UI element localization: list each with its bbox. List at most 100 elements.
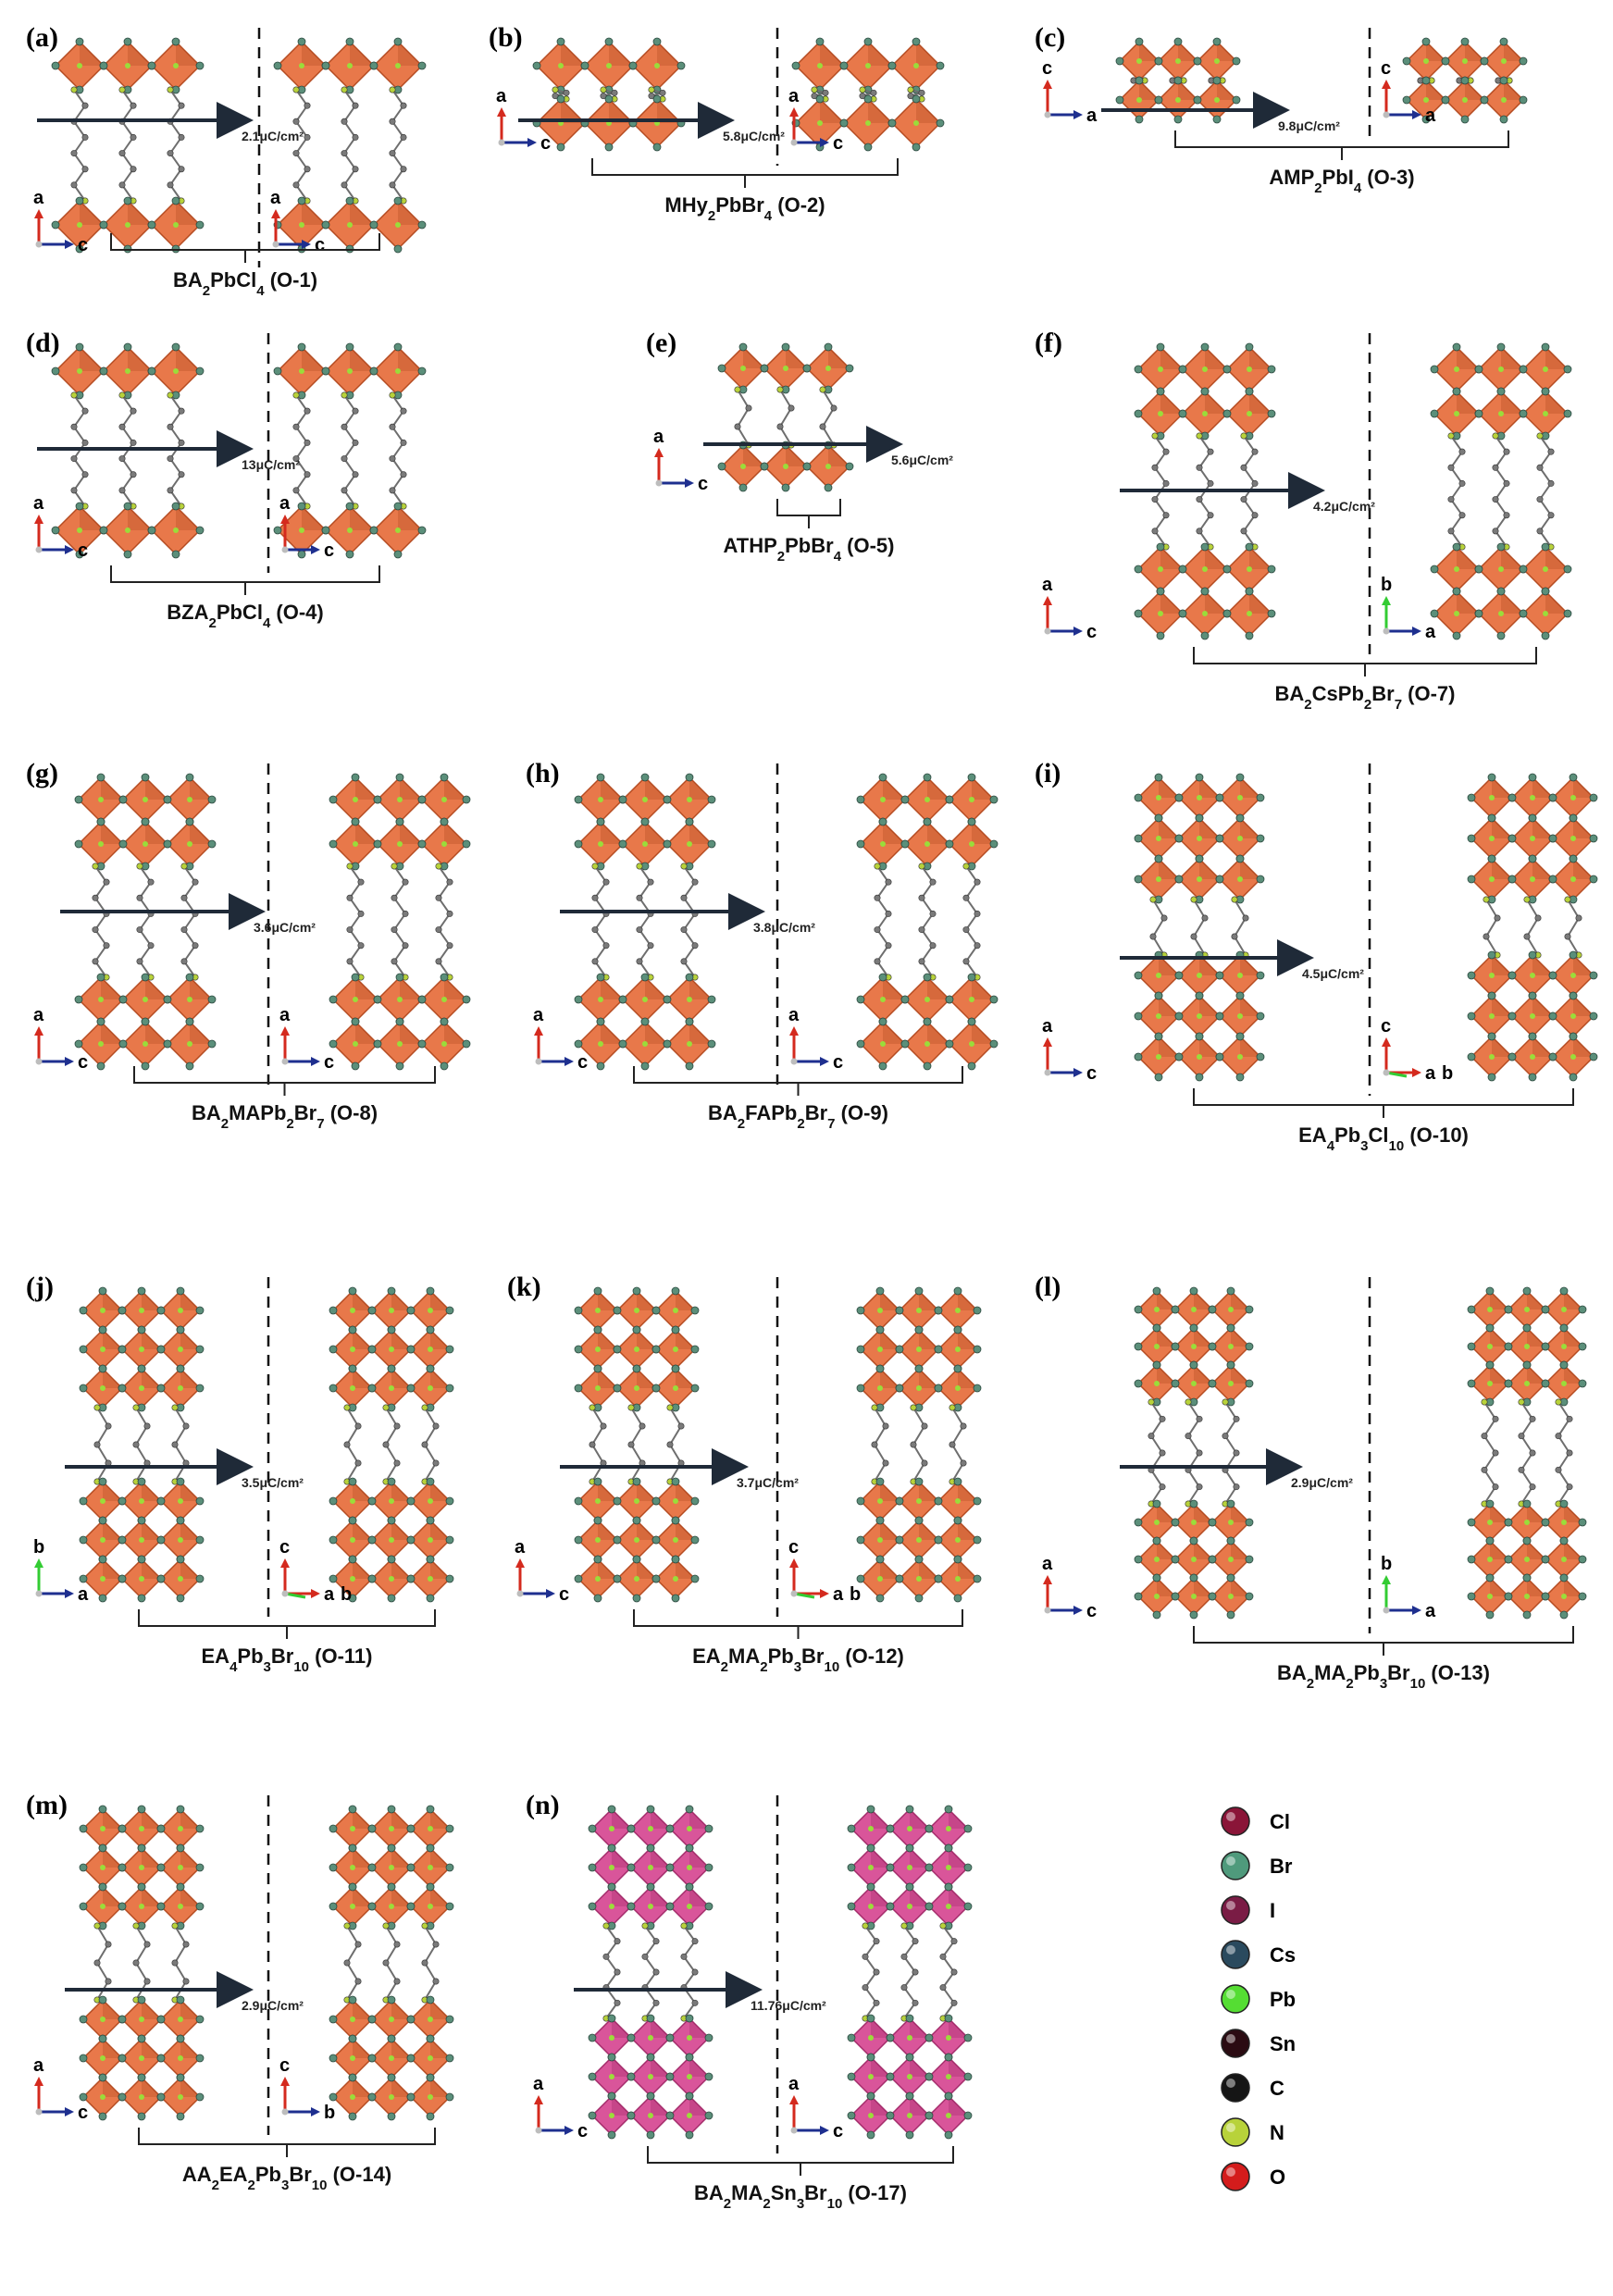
halide-atom <box>1156 342 1165 352</box>
halide-atom <box>195 1535 205 1545</box>
b-site-atom <box>1247 411 1252 416</box>
spacer-atom <box>918 863 925 870</box>
halide-atom <box>1528 773 1537 782</box>
legend-swatch-highlight <box>1226 2167 1235 2177</box>
halide-atom <box>665 2033 675 2042</box>
b-site-atom <box>825 366 831 371</box>
octahedron-shade <box>1157 1541 1175 1559</box>
halide-atom <box>79 1824 88 1833</box>
octahedron-shade <box>1426 42 1445 61</box>
b-site-atom <box>1462 97 1468 103</box>
octahedron-shade <box>657 99 681 123</box>
b-site-atom <box>1570 836 1576 841</box>
halide-atom <box>953 1286 962 1296</box>
halide-atom <box>156 1345 166 1354</box>
b-site-atom <box>139 1385 144 1391</box>
b-site-atom <box>441 797 447 802</box>
halide-atom <box>406 1902 416 1911</box>
halide-atom <box>329 1039 338 1049</box>
halide-atom <box>1226 1323 1235 1333</box>
b-site-atom <box>969 997 974 1002</box>
b-site-atom <box>907 1865 912 1870</box>
halide-atom <box>1222 365 1232 374</box>
halide-atom <box>588 1824 597 1833</box>
spacer-atom <box>1503 479 1510 487</box>
b-site-atom <box>673 1385 678 1391</box>
octahedron-shade <box>430 1848 450 1868</box>
b-site-atom <box>1247 566 1252 572</box>
halide-atom <box>1256 793 1265 802</box>
halide-atom <box>440 973 449 982</box>
halide-atom <box>886 2111 895 2120</box>
b-site-atom <box>880 841 886 847</box>
octahedron-shade <box>103 2000 122 2019</box>
b-site-atom <box>1561 1520 1567 1525</box>
b-site-atom <box>1501 58 1507 64</box>
b-site-atom <box>1498 611 1504 616</box>
left-bottom-inorganic-layer <box>51 196 205 254</box>
spacer-atom <box>432 1941 440 1948</box>
halide-atom <box>604 37 614 46</box>
b-site-atom <box>1543 566 1548 572</box>
halide-atom <box>1474 565 1483 574</box>
octahedron-shade <box>430 1887 450 1906</box>
left-axis-triad: ba <box>33 1537 89 1605</box>
spacer-atom <box>918 926 925 934</box>
halide-atom <box>760 462 769 471</box>
b-site-atom <box>642 997 648 1002</box>
b-site-atom <box>648 1865 653 1870</box>
left-axis-triad: ac <box>33 2055 88 2123</box>
halide-atom <box>1496 587 1506 596</box>
halide-atom <box>1189 1323 1198 1333</box>
b-site-atom <box>907 1826 912 1831</box>
b-site-atom <box>187 997 192 1002</box>
left-organic-spacer <box>591 863 699 981</box>
halide-atom <box>671 1516 680 1525</box>
octahedron-shade <box>1504 81 1523 100</box>
b-site-atom <box>1158 411 1163 416</box>
spacer-atom <box>391 958 398 965</box>
octahedron-shade <box>676 1520 695 1540</box>
halide-atom <box>1245 1342 1254 1351</box>
panel-caption: BA2FAPb2Br7 (O-9) <box>708 1101 888 1132</box>
b-site-atom <box>1154 1557 1160 1562</box>
halide-atom <box>118 795 128 804</box>
b-site-atom <box>955 1576 961 1582</box>
halide-atom <box>613 1384 622 1393</box>
left-organic-spacer <box>70 86 185 205</box>
halide-atom <box>1541 587 1550 596</box>
axis-up-head <box>789 2095 799 2104</box>
b-site-atom <box>687 2074 692 2079</box>
spacer-atom <box>1207 448 1214 455</box>
halide-atom <box>1154 1032 1163 1041</box>
halide-atom <box>98 2073 107 2082</box>
caption-compound: EA <box>692 1644 721 1668</box>
octahedron-shade <box>1160 591 1183 614</box>
axis-up-label: a <box>515 1537 526 1558</box>
b-site-atom <box>634 1385 639 1391</box>
b-site-atom <box>907 2074 912 2079</box>
halide-atom <box>1245 542 1254 552</box>
b-site-atom <box>740 366 746 371</box>
halide-atom <box>393 502 403 511</box>
halide-atom <box>1134 875 1143 884</box>
axis-up-label: a <box>33 1005 44 1025</box>
spacer-atom <box>354 1459 362 1467</box>
panel-bracket <box>1193 1088 1574 1106</box>
octahedron-shade <box>612 2057 631 2077</box>
octahedron-shade <box>645 822 667 844</box>
octahedron-shade <box>400 822 422 844</box>
b-site-atom <box>143 997 148 1002</box>
halide-atom <box>329 839 338 849</box>
b-site-atom <box>389 1385 394 1391</box>
spacer-atom <box>446 942 453 949</box>
axis-up-head <box>34 2077 43 2086</box>
octahedron-shade <box>1532 859 1553 879</box>
halide-atom <box>1496 342 1506 352</box>
b-site-atom <box>77 222 82 228</box>
b-site-atom <box>924 841 930 847</box>
spacer-atom <box>421 1922 428 1930</box>
axis-up-head <box>280 1558 290 1568</box>
b-site-atom <box>178 1347 183 1352</box>
